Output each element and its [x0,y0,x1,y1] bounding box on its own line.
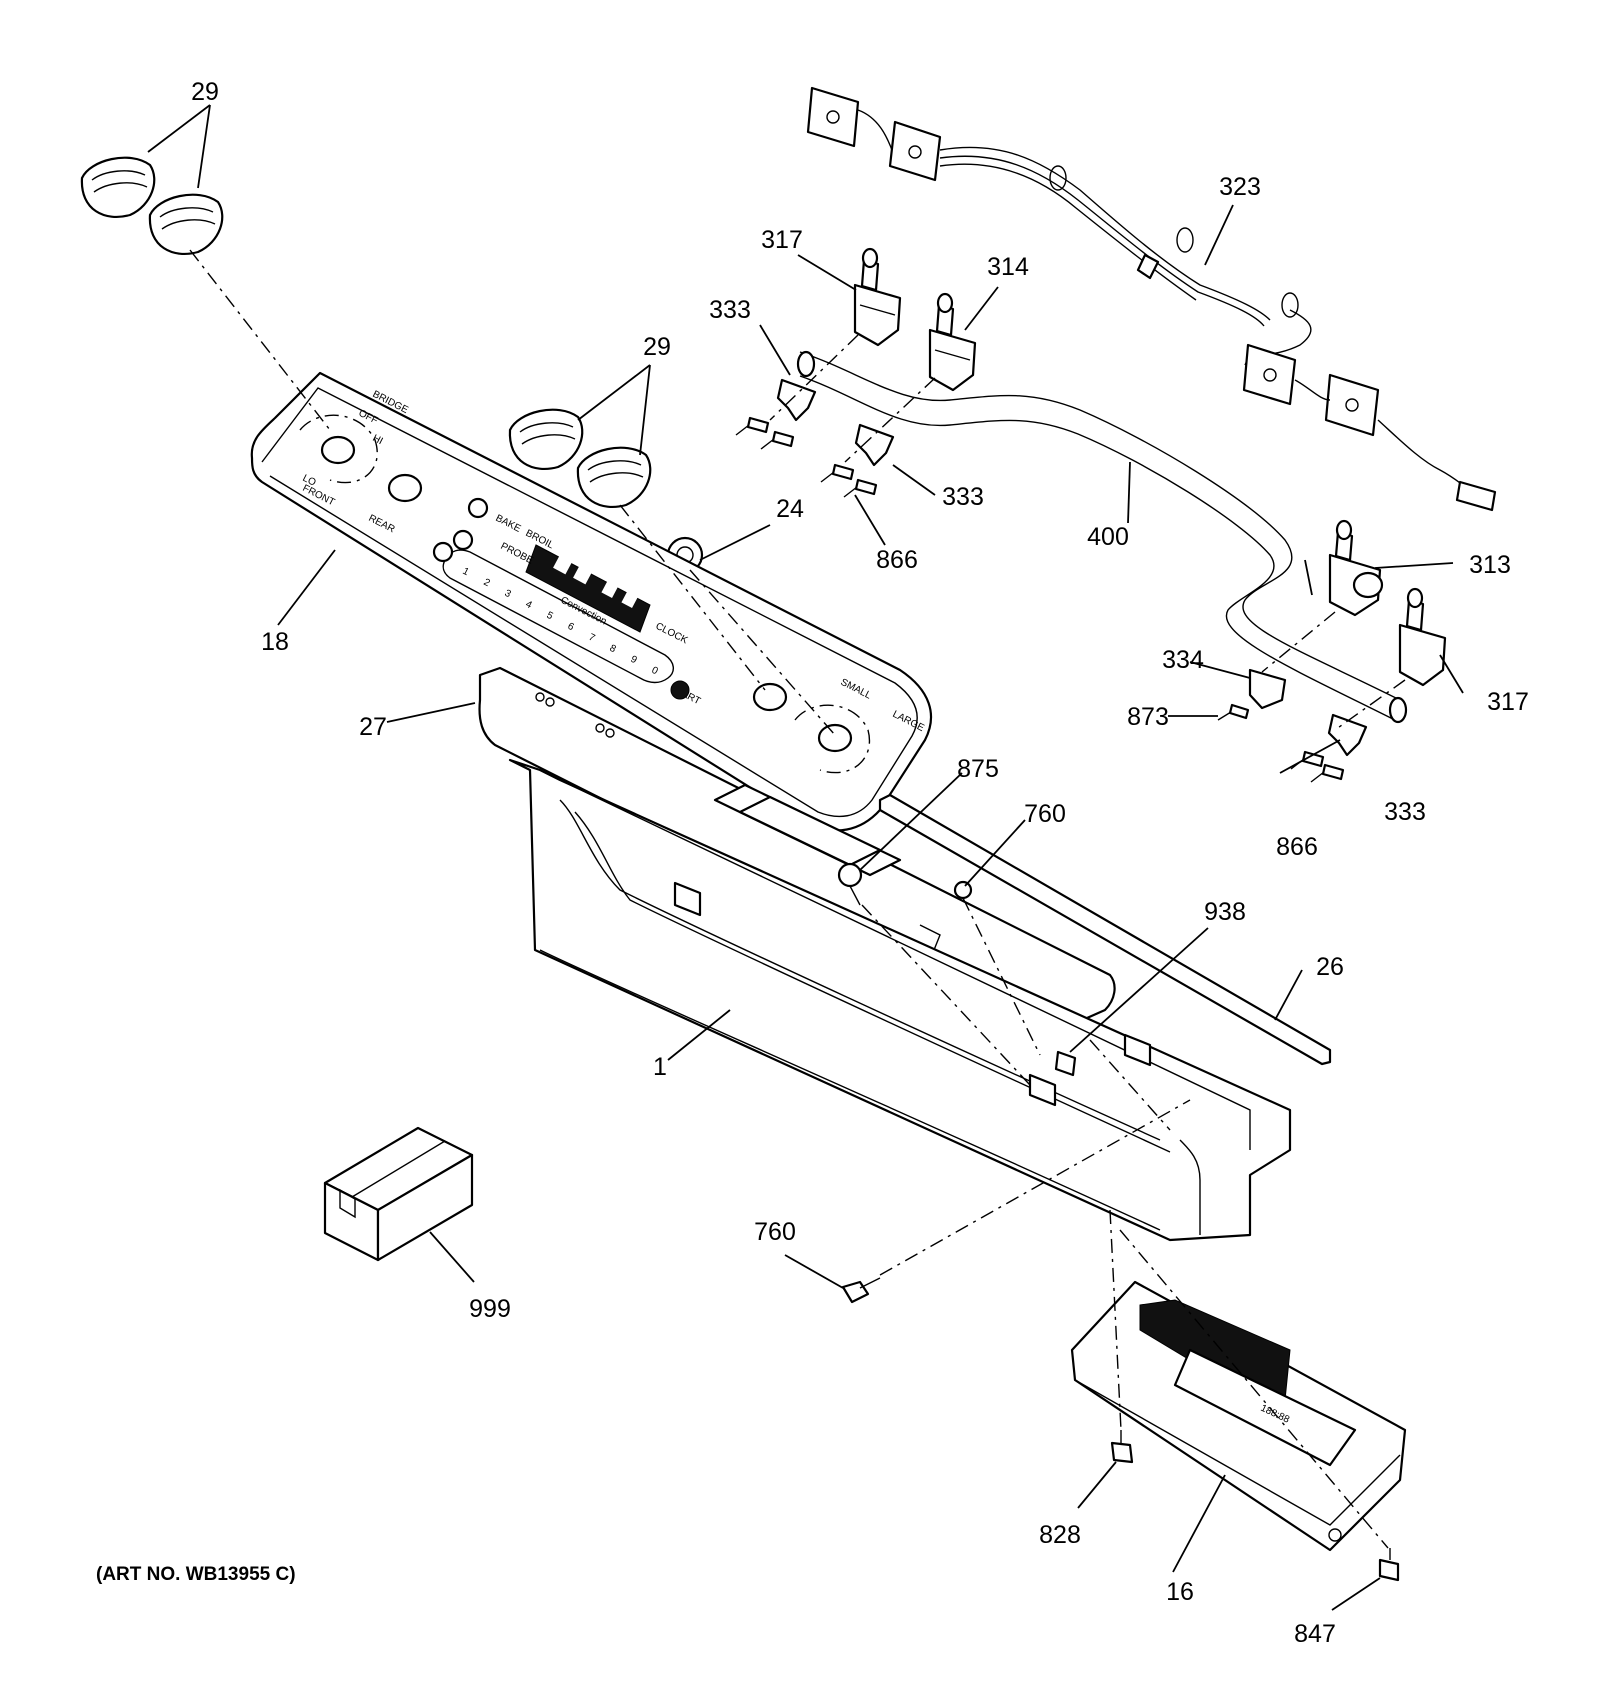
callout-873: 873 [1127,703,1169,731]
screw-873 [1217,703,1250,721]
callout-labels: 29 29 323 317 314 333 333 333 334 24 18 … [191,78,1529,1648]
callout-27: 27 [359,713,387,741]
knob-29-d [576,446,652,509]
control-board-16: 188:88 [1070,1280,1407,1552]
bracket-333-a [776,378,817,422]
knob-29-c [508,408,584,471]
callout-323: 323 [1219,173,1261,201]
valve-317-top [853,247,902,347]
clip-938 [1054,1050,1077,1077]
callout-26: 26 [1316,953,1344,981]
callout-313: 313 [1469,551,1511,579]
callout-760-bottom: 760 [754,1218,796,1246]
keypad-key-4: 4 [524,599,534,612]
callout-866-top: 866 [876,546,918,574]
bracket-333-b [854,423,895,467]
callout-828: 828 [1039,1521,1081,1549]
keypad-key-9: 9 [629,654,639,667]
keypad-key-0: 0 [650,665,660,678]
screw-875 [837,862,863,906]
keypad-key-3: 3 [503,588,513,601]
callout-317-top: 317 [761,226,803,254]
keypad-key-8: 8 [608,643,618,656]
literature-box-999 [323,1126,474,1262]
screw-760-top [953,880,973,900]
valve-317-right [1398,587,1447,687]
callout-314: 314 [987,253,1029,281]
knob-29-b [148,193,224,256]
callout-333-top-right: 333 [942,483,984,511]
screws-866-top [735,416,878,498]
manifold-tube-400 [796,350,1408,724]
keypad-key-2: 2 [482,577,492,590]
callout-29-middle: 29 [643,333,671,361]
callout-938: 938 [1204,898,1246,926]
bracket-334 [1248,668,1287,710]
callout-317-right: 317 [1487,688,1529,716]
valve-313 [1328,519,1384,617]
callout-847: 847 [1294,1620,1336,1648]
panel-label-hi: HI [371,433,385,447]
callout-1: 1 [653,1053,667,1081]
callout-18: 18 [261,628,289,656]
keypad-key-5: 5 [545,610,555,623]
control-frame-1 [508,758,1292,1242]
callout-333-top-left: 333 [709,296,751,324]
callout-866-right: 866 [1276,833,1318,861]
screws-866-right [1290,750,1345,783]
screw-828 [1110,1430,1134,1464]
callout-24: 24 [776,495,804,523]
keypad-key-6: 6 [566,621,576,634]
callout-29-top: 29 [191,78,219,106]
callout-760-top: 760 [1024,800,1066,828]
screw-847 [1378,1548,1400,1582]
leader-lines [147,104,1464,1611]
wire-harness-323 [806,86,1497,512]
callout-333-right: 333 [1384,798,1426,826]
callout-999: 999 [469,1295,511,1323]
art-number: (ART NO. WB13955 C) [96,1564,296,1585]
callout-875: 875 [957,755,999,783]
panel-label-lo: LO [301,473,318,489]
trim-strip-26 [878,793,1332,1066]
callout-16: 16 [1166,1578,1194,1606]
screw-760-bottom [841,1277,881,1304]
bracket-333-c [1327,713,1368,757]
valve-314 [928,292,977,392]
knob-29-a [80,156,156,219]
keypad-key-1: 1 [461,566,471,579]
callout-400: 400 [1087,523,1129,551]
assembly-lines [189,249,1406,1549]
callout-334: 334 [1162,646,1204,674]
keypad-key-7: 7 [587,632,597,645]
